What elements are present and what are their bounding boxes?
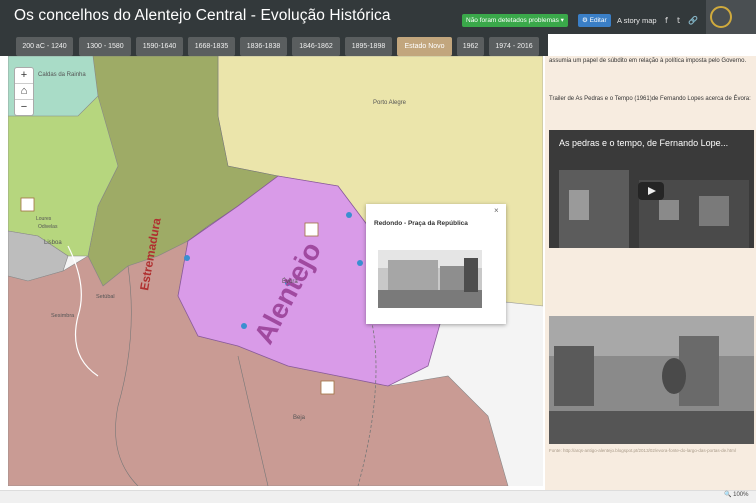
popup-title: Redondo - Praça da República [374,220,468,227]
label-lisboa: Lisboa [44,240,62,246]
panel-text-2: Trailer de As Pedras e o Tempo (1961)de … [549,96,751,102]
map-pin-icon [241,323,247,329]
map-pin-icon [346,212,352,218]
tab-period[interactable]: 1590-1640 [136,37,183,56]
tab-period[interactable]: 1836-1838 [240,37,287,56]
road-line [67,245,99,377]
photo-image [549,316,754,444]
story-map-label: A story map [617,16,657,25]
map-pin-icon [285,280,291,286]
tab-period[interactable]: 1846-1862 [292,37,340,56]
tab-period[interactable]: 1974 - 2016 [489,37,539,56]
zoom-level[interactable]: 🔍 100% [724,492,749,498]
edit-button[interactable]: ⚙ Editar [578,14,611,27]
facebook-icon[interactable]: f [665,16,668,25]
tab-period[interactable]: 1962 [457,37,484,56]
border-line [237,355,269,486]
historic-photo[interactable] [549,316,754,444]
play-icon[interactable] [638,182,664,200]
logo [706,0,756,34]
label-sesimbra: Sesimbra [51,313,75,319]
page-title: Os concelhos do Alentejo Central - Evolu… [14,7,391,24]
photo-marker-icon [320,380,335,395]
tab-period[interactable]: 1668-1835 [188,37,235,56]
photo-marker-icon [304,222,319,237]
photo-caption[interactable]: Fonte: http://arqs-antigo-alentejo.blogs… [549,448,736,453]
video-embed[interactable]: As pedras e o tempo, de Fernando Lope... [549,130,754,248]
zoom-controls: + ⌂ − [14,67,34,116]
tab-period[interactable]: 1895-1898 [345,37,392,56]
problems-button[interactable]: Não foram detetados problemas ▾ [462,14,568,27]
panel-text-1: assumia um papel de súbdito em relação à… [549,58,747,64]
label-caldas: Caldas da Rainha [38,72,86,78]
tab-period[interactable]: 1300 - 1580 [79,37,131,56]
photo-image [378,250,482,308]
zoom-in-button[interactable]: + [15,68,33,84]
label-loures: Loures [36,216,52,222]
popup-photo[interactable] [378,250,482,308]
label-setubal: Setúbal [96,294,115,300]
link-icon[interactable]: 🔗 [688,16,698,25]
map-popup: × Redondo - Praça da República [366,204,506,324]
home-button[interactable]: ⌂ [15,84,33,100]
close-icon[interactable]: × [494,206,499,215]
tab-estado-novo[interactable]: Estado Novo [397,37,452,56]
map-pin-icon [357,260,363,266]
map-pin-icon [184,255,190,261]
label-beja: Beja [293,415,306,421]
status-bar [0,490,756,503]
zoom-out-button[interactable]: − [20,101,28,113]
region-alentejo [177,175,449,387]
label-porto-alegre: Porto Alegre [373,100,407,106]
video-title: As pedras e o tempo, de Fernando Lope... [559,138,729,148]
label-odivelas: Odivelas [38,224,58,230]
app-header [0,0,756,34]
border-line [115,265,139,486]
photo-marker-icon [20,197,35,212]
label-evora: Évora [282,278,298,285]
twitter-icon[interactable]: t [677,16,681,25]
tab-period[interactable]: 200 aC - 1240 [16,37,73,56]
